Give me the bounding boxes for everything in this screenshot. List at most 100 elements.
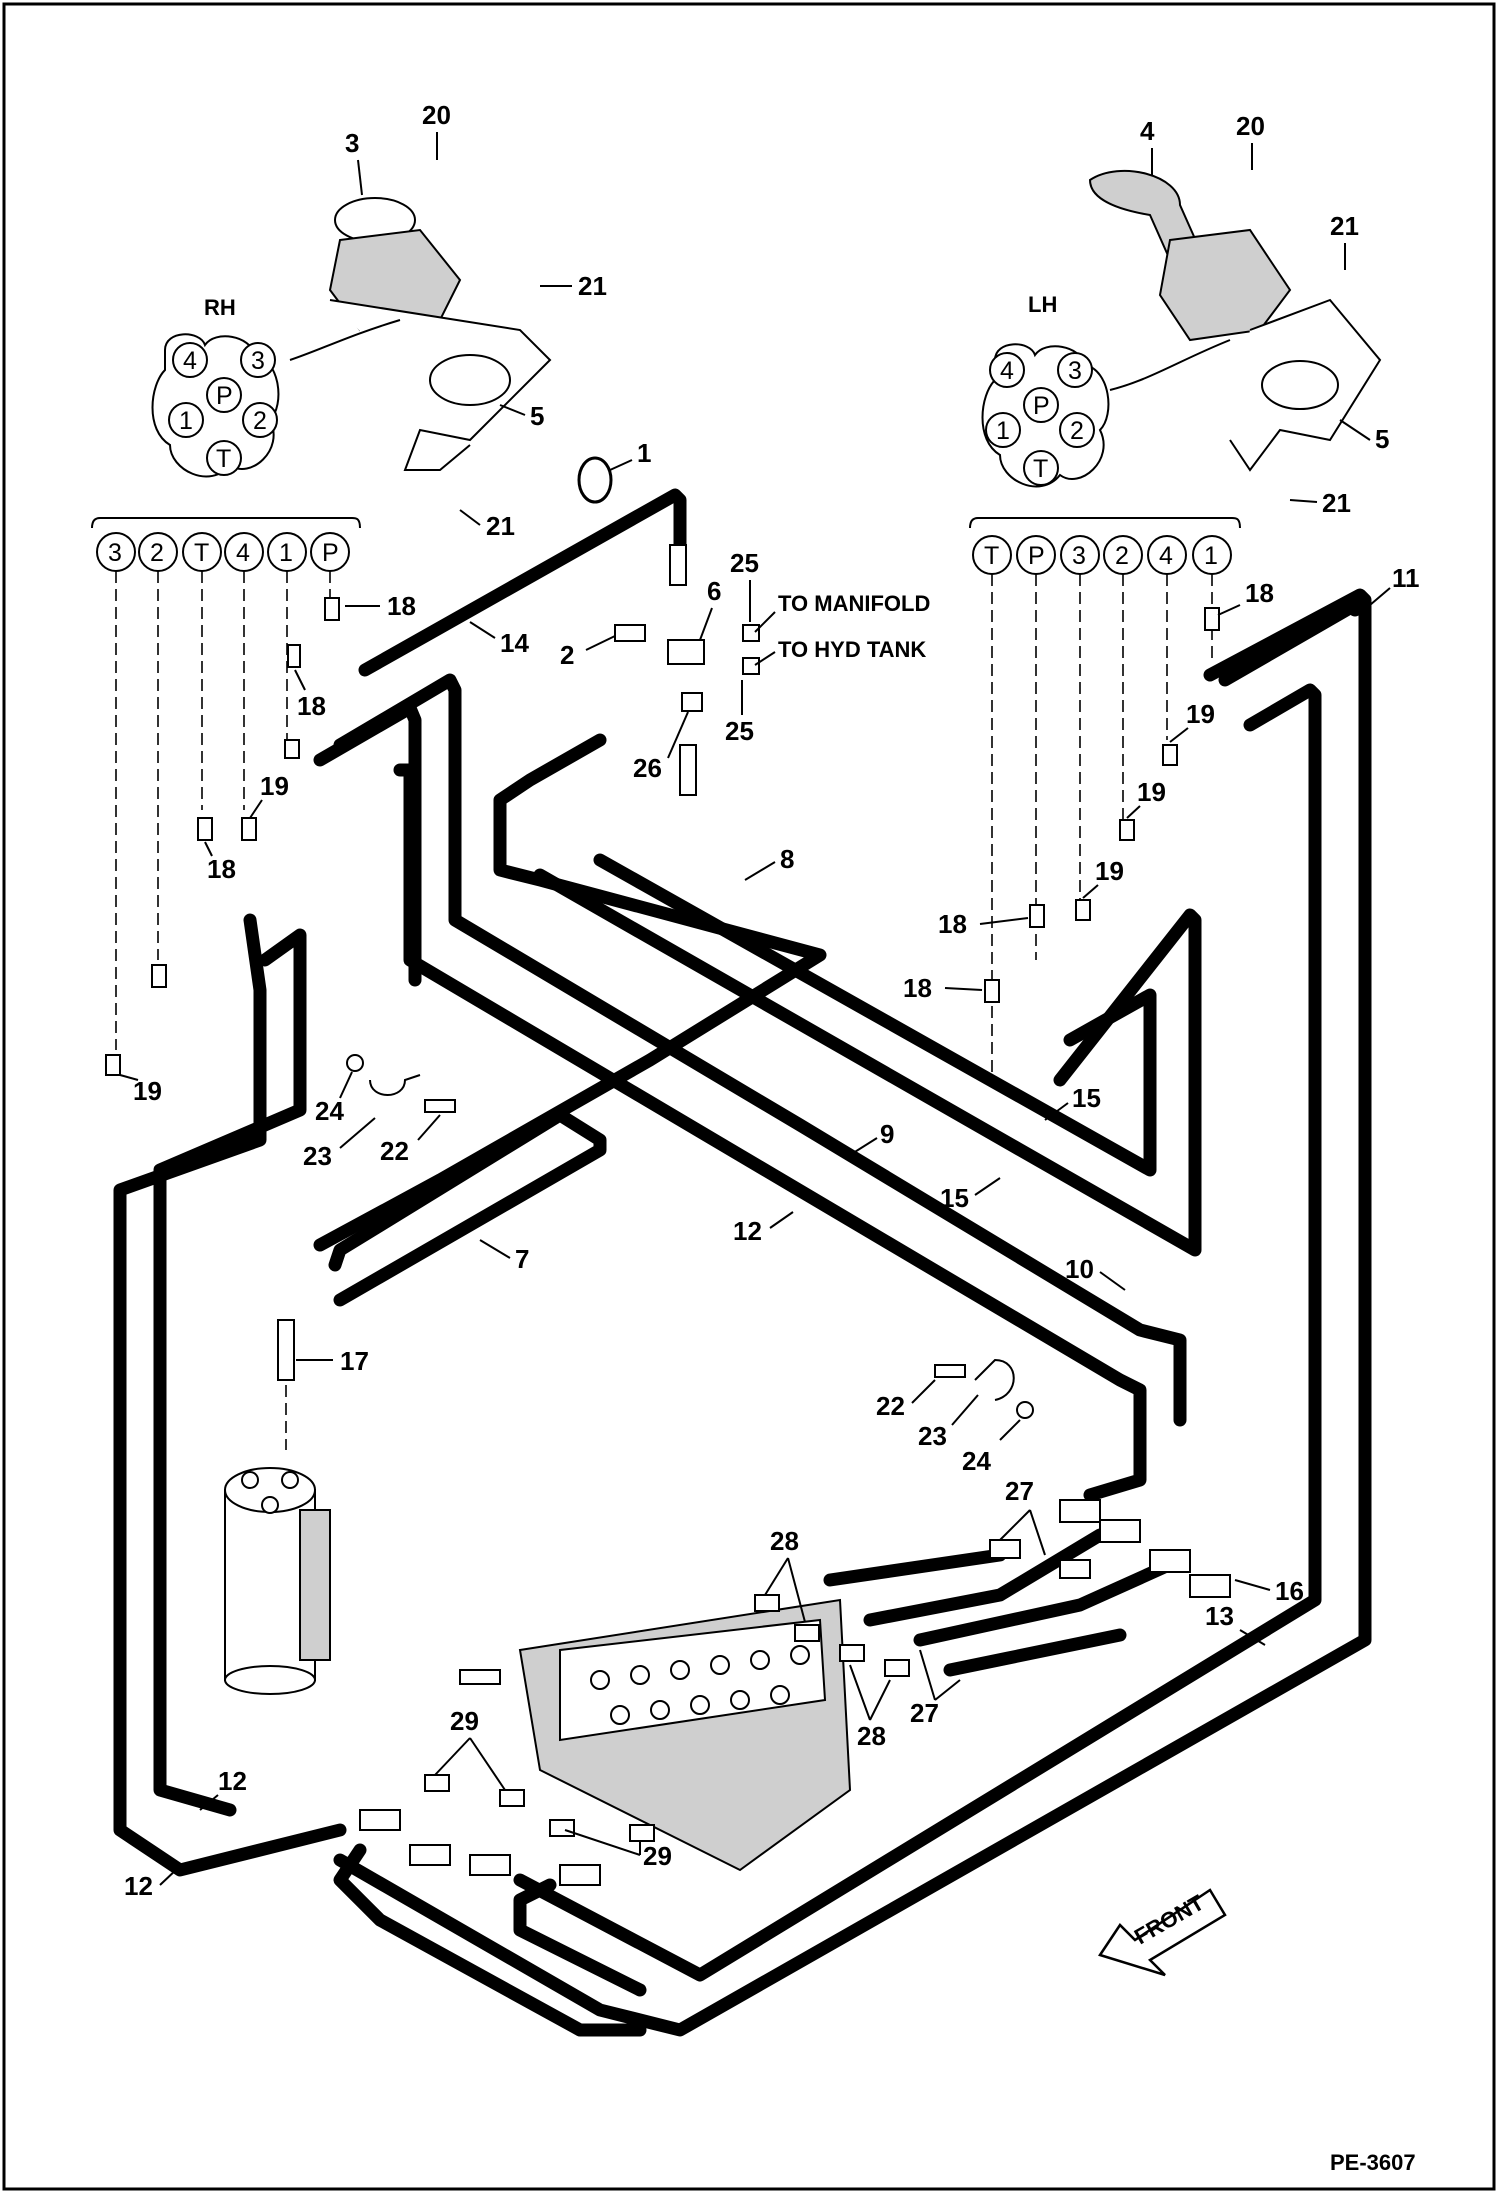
lh-label: LH: [1028, 292, 1057, 317]
hose-15-b: [533, 868, 1202, 1257]
fitting-18-rh-top: [324, 597, 340, 621]
lh-port-1: P: [1028, 542, 1045, 570]
rh-port-0: 3: [108, 539, 122, 567]
swivel-assembly: [224, 1467, 331, 1695]
fitting-28-d: [884, 1659, 910, 1677]
fitting-19-rh-2: [151, 964, 167, 988]
hose-9: [333, 673, 1187, 1427]
callout-1: 1: [637, 438, 651, 468]
hose-end-13-low: [409, 1844, 451, 1866]
callout-4: 4: [1140, 116, 1155, 146]
callout-17: 17: [340, 1346, 369, 1376]
callout-24-b: 24: [962, 1446, 991, 1476]
hose-12-second: [153, 928, 307, 1817]
callout-16: 16: [1275, 1576, 1304, 1606]
callout-18-f: 18: [903, 973, 932, 1003]
fitting-29-c: [549, 1819, 575, 1837]
callout-28-a: 28: [770, 1526, 799, 1556]
fitting-29-d: [629, 1824, 655, 1842]
fitting-29-b: [499, 1789, 525, 1807]
fitting-8-end: [679, 744, 697, 796]
bolt-22-a: [424, 1099, 456, 1113]
lh-badge-4: 4: [1000, 357, 1014, 385]
hose-lower-b: [513, 1878, 647, 1997]
hose-13: [333, 588, 1372, 2037]
callout-19-b: 19: [133, 1076, 162, 1106]
callout-23-b: 23: [918, 1421, 947, 1451]
fitting-28-a: [754, 1594, 780, 1612]
fitting-27-b: [1059, 1559, 1091, 1579]
clamp-23-a: [369, 1074, 421, 1096]
hose-27-a: [823, 1548, 1007, 1587]
lh-port-4: 4: [1159, 542, 1173, 570]
tie-1: [577, 456, 613, 504]
hose-end-9: [1099, 1519, 1141, 1543]
callout-3: 3: [345, 128, 359, 158]
fitting-28-c: [839, 1644, 865, 1662]
callout-18-b: 18: [297, 691, 326, 721]
callout-2: 2: [560, 640, 574, 670]
rh-port-2: T: [194, 539, 209, 567]
to-hyd-tank-label: TO HYD TANK: [778, 637, 926, 662]
rh-badge-t: T: [216, 445, 231, 473]
callout-23-a: 23: [303, 1141, 332, 1171]
rh-badge-2: 2: [253, 407, 267, 435]
callout-5-a: 5: [530, 401, 544, 431]
callout-18-e: 18: [938, 909, 967, 939]
hose-27-b: [863, 1528, 1107, 1627]
rh-bracket: [91, 517, 361, 529]
fitting-18-rh-3: [197, 817, 213, 841]
callout-9: 9: [880, 1119, 894, 1149]
callout-12-b: 12: [218, 1766, 247, 1796]
tee-fitting-6: [667, 639, 705, 665]
hose-end-13-top: [1149, 1549, 1191, 1573]
hose-12: [113, 913, 347, 1877]
valve-inlet-fitting: [459, 1669, 501, 1685]
lh-port-3: 2: [1115, 542, 1129, 570]
lh-cable: [1109, 339, 1231, 391]
callout-22-a: 22: [380, 1136, 409, 1166]
bolt-22-b: [934, 1364, 966, 1378]
hose-7: [328, 1108, 607, 1307]
callout-25-b: 25: [725, 716, 754, 746]
rh-port-3: 4: [236, 539, 250, 567]
nut-24-a: [346, 1054, 364, 1072]
clamp-23-b: [974, 1358, 1015, 1401]
rh-plate-hole: [429, 354, 511, 406]
hose-rh-mid: [313, 701, 422, 987]
callout-21-b: 21: [486, 511, 515, 541]
callout-19-d: 19: [1137, 777, 1166, 807]
hose-27-d: [943, 1628, 1127, 1677]
rh-port-5: P: [322, 539, 339, 567]
hose-16: [513, 683, 1322, 1982]
lh-plate-hole: [1261, 360, 1339, 410]
fitting-19-lh-1: [1162, 744, 1178, 766]
hose-end-16-top: [1189, 1574, 1231, 1598]
rh-port-1: 2: [150, 539, 164, 567]
hose-27-c: [913, 1553, 1187, 1647]
callout-18-d: 18: [1245, 578, 1274, 608]
cap-25-a: [742, 624, 760, 642]
callout-6: 6: [707, 576, 721, 606]
lh-badge-2: 2: [1070, 417, 1084, 445]
fittings: [105, 456, 1220, 1450]
callout-8: 8: [780, 844, 794, 874]
lh-joystick-grip: [1088, 169, 1202, 262]
lh-joystick-assembly: 4 3 P 1 2 T LH: [981, 169, 1382, 488]
callout-20-a: 20: [422, 100, 451, 130]
fitting-2: [614, 624, 646, 642]
fitting-29-a: [424, 1774, 450, 1792]
hose-end-10: [1059, 1499, 1101, 1523]
rh-badge-3: 3: [251, 347, 265, 375]
callouts: 3 20 21 5 1 21 4 20 21 5 21 18 18 19 18 …: [119, 100, 1420, 1901]
fitting-19-rh-1: [241, 817, 257, 841]
lh-badge-3: 3: [1068, 357, 1082, 385]
rh-cable: [289, 319, 401, 361]
rh-badge-1: 1: [179, 407, 193, 435]
callout-27-a: 27: [1005, 1476, 1034, 1506]
lh-badge-1: 1: [996, 417, 1010, 445]
rh-port-row: 3 2 T 4 1 P: [91, 517, 361, 1050]
rh-badge-4: 4: [183, 347, 197, 375]
